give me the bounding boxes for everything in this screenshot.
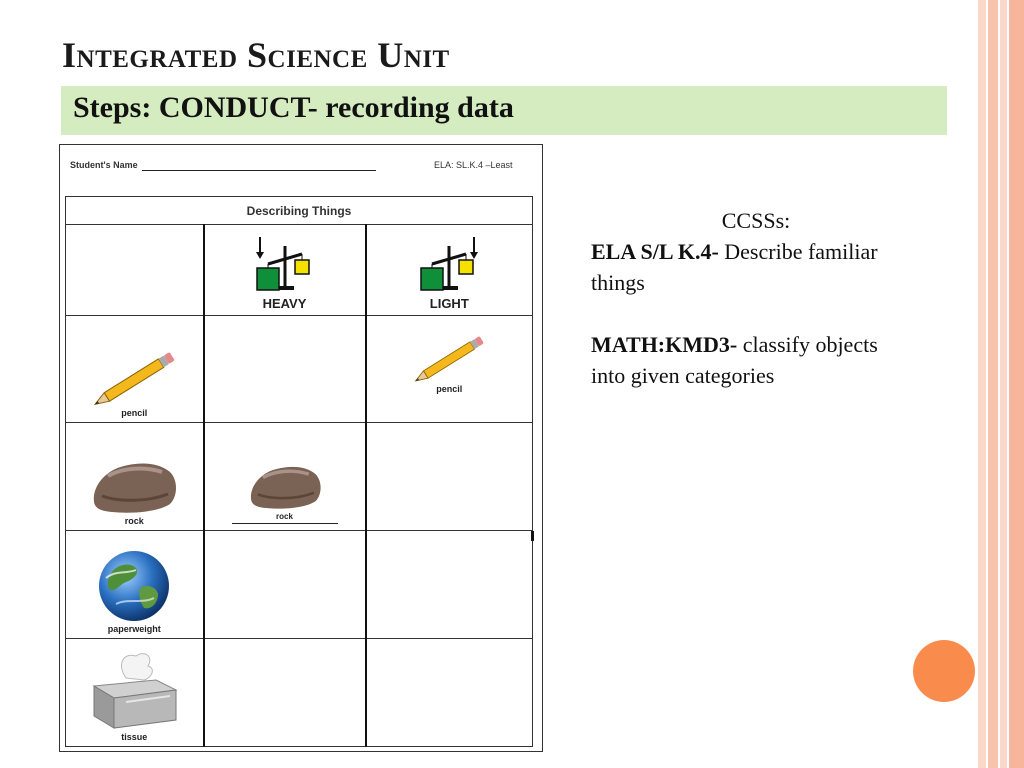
student-name-line <box>142 170 376 171</box>
item-cell-paperweight: paperweight <box>65 530 205 639</box>
pencil-icon <box>414 336 484 382</box>
item-cell-tissue: tissue <box>65 638 205 747</box>
item-label-tissue: tissue <box>121 732 148 742</box>
heavy-cell-pencil <box>203 315 367 423</box>
light-label-pencil: pencil <box>436 384 463 394</box>
heavy-cell-paperweight <box>203 530 367 639</box>
standards-text: CCSSs: ELA S/L K.4- Describe familiar th… <box>591 205 891 391</box>
heavy-cell-tissue <box>203 638 367 747</box>
describing-things-table: Describing Things HEAVY <box>64 196 534 747</box>
rock-icon <box>94 463 177 513</box>
decorative-stripes <box>978 0 1024 768</box>
header-cell-empty <box>65 224 205 316</box>
header-cell-light: LIGHT <box>364 224 534 316</box>
table-title: Describing Things <box>64 196 534 225</box>
pencil-icon <box>93 352 175 406</box>
light-cell-pencil: pencil <box>364 315 534 423</box>
standard-label: ELA: SL.K.4 –Least <box>434 160 513 170</box>
slide-title: Integrated Science Unit <box>62 35 450 75</box>
ccss-heading: CCSSs: <box>721 208 791 233</box>
ela-standard-text: Describe familiar things <box>591 239 878 295</box>
slide-subtitle: Steps: CONDUCT- recording data <box>73 91 514 124</box>
tissue-box-icon <box>92 653 178 729</box>
balance-scale-light-icon <box>420 237 479 291</box>
ela-standard: ELA S/L K.4- Describe familiar things <box>591 236 891 298</box>
heavy-cell-rock: rock <box>203 422 367 531</box>
subtitle-banner: Steps: CONDUCT- recording data <box>61 86 947 135</box>
decorative-orange-circle <box>913 640 975 702</box>
ela-standard-label: ELA S/L K.4- <box>591 239 719 264</box>
worksheet-mark <box>531 531 534 541</box>
item-cell-rock: rock <box>65 422 205 531</box>
header-label-light: LIGHT <box>429 296 469 311</box>
header-label-heavy: HEAVY <box>262 296 307 311</box>
student-name-label: Student's Name <box>70 160 138 170</box>
spacer <box>591 298 891 329</box>
math-standard-text: classify objects into given categories <box>591 332 878 388</box>
item-label-paperweight: paperweight <box>107 624 161 634</box>
item-label-pencil: pencil <box>121 408 148 418</box>
item-cell-pencil: pencil <box>65 315 205 423</box>
answer-line <box>231 523 338 524</box>
item-label-rock: rock <box>124 516 144 526</box>
math-standard-label: MATH:KMD3- <box>591 332 738 357</box>
globe-paperweight-icon <box>99 551 170 621</box>
balance-scale-heavy-icon <box>255 237 310 291</box>
light-cell-tissue <box>364 638 534 747</box>
math-standard: MATH:KMD3- classify objects into given c… <box>591 329 891 391</box>
worksheet-image: Student's Name ELA: SL.K.4 –Least Descri… <box>59 144 543 752</box>
header-cell-heavy: HEAVY <box>203 224 367 316</box>
rock-icon <box>250 466 321 509</box>
light-cell-rock <box>364 422 534 531</box>
light-cell-paperweight <box>364 530 534 639</box>
heavy-label-rock: rock <box>276 512 293 521</box>
